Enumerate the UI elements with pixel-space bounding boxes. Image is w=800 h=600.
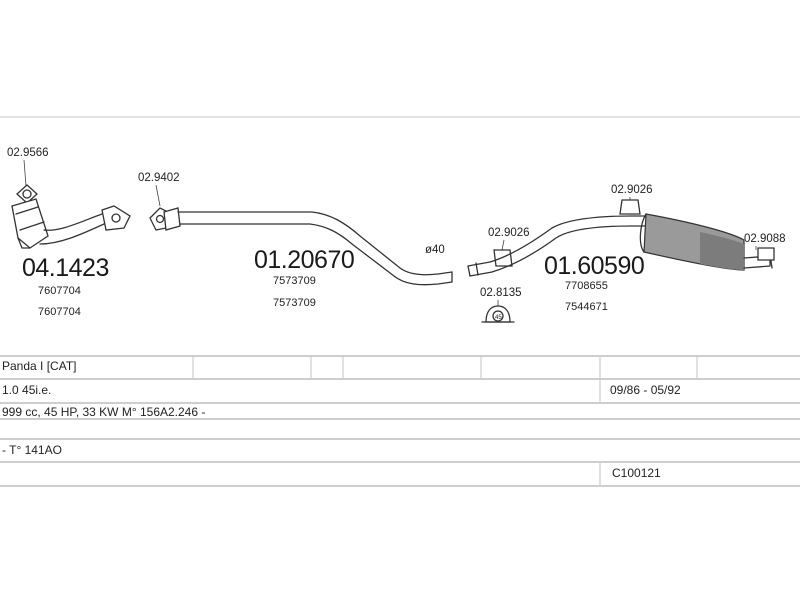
hanger-a-part [493, 249, 513, 267]
middle-pipe-code: 01.20670 [254, 246, 354, 274]
rear-muffler-code: 01.60590 [544, 252, 644, 280]
hanger-c-part [757, 247, 775, 261]
middle-pipe-oem-1: 7573709 [273, 275, 316, 287]
middle-pipe-oem-2: 7573709 [273, 297, 316, 309]
hanger-a-code: 02.9026 [488, 227, 530, 239]
clamp-part [481, 305, 515, 323]
catalyst-oem-1: 7607704 [38, 285, 81, 297]
gasket-mid-leader [155, 184, 161, 207]
middle-pipe-part [163, 207, 453, 286]
info-engine: 1.0 45i.e. [2, 383, 52, 397]
rear-muffler-oem-1: 7708655 [565, 280, 608, 292]
gasket-top-part [16, 184, 38, 204]
catalyst-code: 04.1423 [22, 254, 109, 282]
hanger-b-part [619, 199, 641, 215]
rear-muffler-part [467, 213, 773, 277]
info-table-grid [0, 355, 800, 487]
info-specs: 999 cc, 45 HP, 33 KW M° 156A2.246 - [2, 405, 206, 419]
catalyst-oem-2: 7607704 [38, 306, 81, 318]
rear-muffler-oem-2: 7544671 [565, 301, 608, 313]
gasket-top-code: 02.9566 [7, 147, 49, 159]
catalyst-part [11, 198, 131, 249]
pipe-diameter: ø40 [425, 244, 445, 256]
info-date-range: 09/86 - 05/92 [610, 383, 681, 397]
info-type: - T° 141AO [2, 443, 62, 457]
clamp-size: 45 [495, 315, 502, 321]
gasket-top-leader [23, 159, 27, 187]
hanger-a-leader [501, 239, 505, 251]
clamp-code: 02.8135 [480, 287, 522, 299]
gasket-mid-code: 02.9402 [138, 172, 180, 184]
info-model: Panda I [CAT] [2, 359, 77, 373]
info-catalog-no: C100121 [612, 466, 661, 480]
hanger-b-code: 02.9026 [611, 184, 653, 196]
hanger-c-code: 02.9088 [744, 233, 786, 245]
